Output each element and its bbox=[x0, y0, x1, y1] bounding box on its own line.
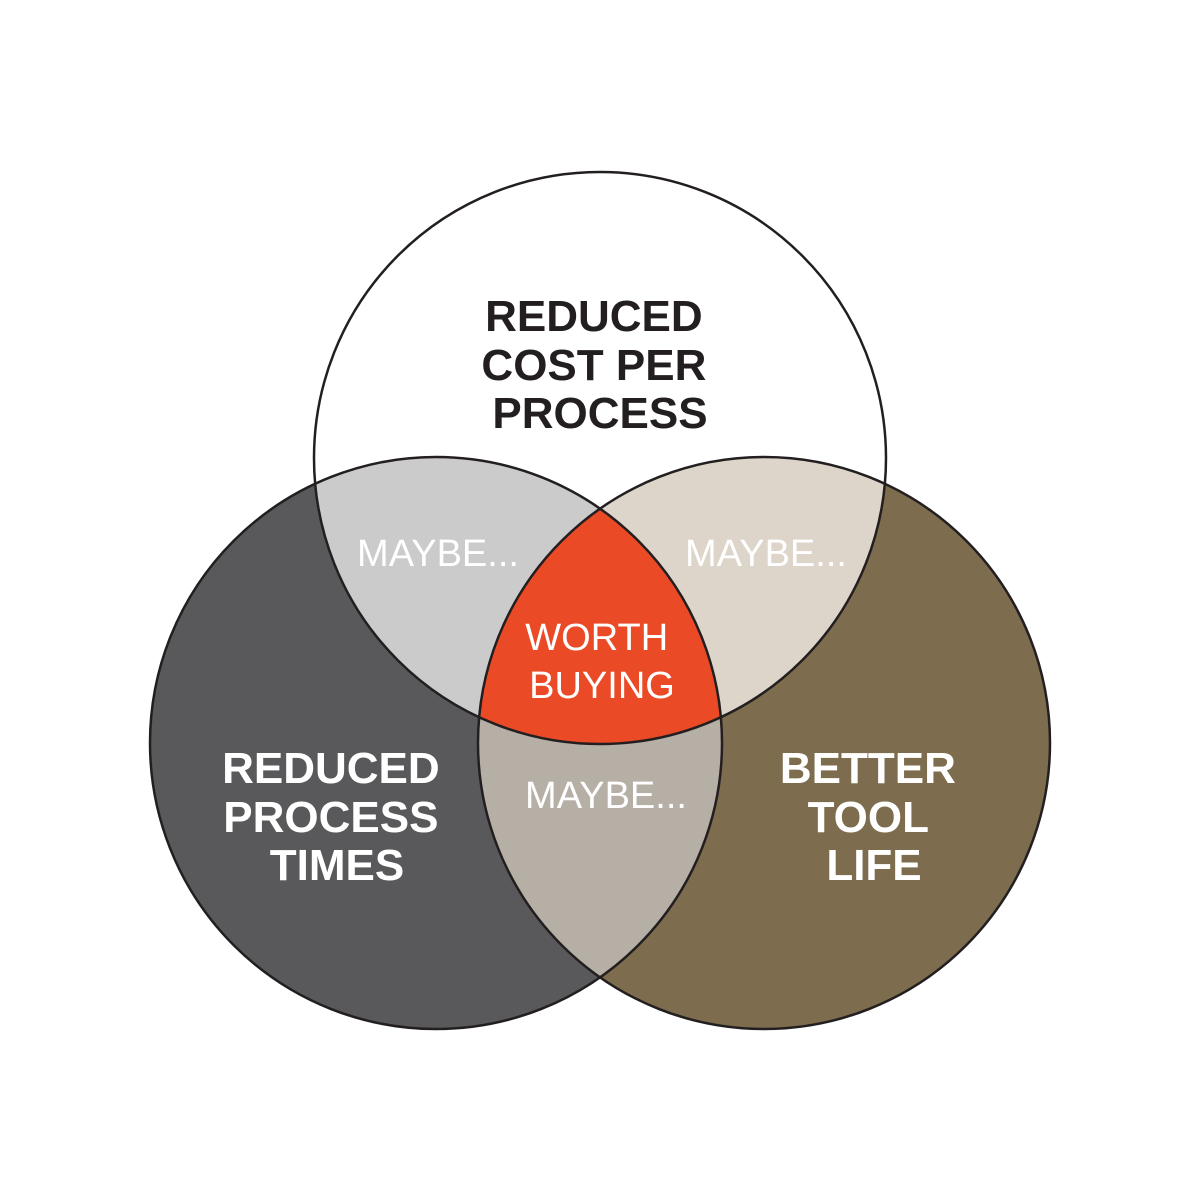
overlap-center bbox=[478, 457, 722, 744]
label-top-set: REDUCED COST PER PROCESS bbox=[481, 292, 718, 438]
label-left-line-2: PROCESS bbox=[223, 793, 438, 842]
label-overlap-top-left: MAYBE... bbox=[357, 533, 519, 575]
outline-left bbox=[148, 455, 724, 1031]
label-right-line-1: BETTER bbox=[780, 744, 956, 793]
label-top-line-3: PROCESS bbox=[492, 389, 707, 438]
outline-right bbox=[476, 455, 1052, 1031]
label-top-line-1: REDUCED bbox=[485, 292, 703, 341]
label-left-line-1: REDUCED bbox=[222, 744, 440, 793]
label-center: WORTH BUYING bbox=[525, 617, 678, 707]
label-center-line-1: WORTH bbox=[525, 617, 668, 659]
label-left-set: REDUCED PROCESS TIMES bbox=[222, 744, 452, 890]
label-overlap-left-right: MAYBE... bbox=[525, 775, 687, 817]
label-right-line-2: TOOL bbox=[808, 793, 929, 842]
label-left-line-3: TIMES bbox=[270, 841, 404, 890]
label-center-line-2: BUYING bbox=[529, 665, 675, 707]
label-overlap-top-right: MAYBE... bbox=[685, 533, 847, 575]
label-right-set: BETTER TOOL LIFE bbox=[780, 744, 968, 890]
label-right-line-3: LIFE bbox=[826, 841, 921, 890]
label-top-line-2: COST PER bbox=[481, 341, 706, 390]
outline-top bbox=[312, 170, 888, 746]
